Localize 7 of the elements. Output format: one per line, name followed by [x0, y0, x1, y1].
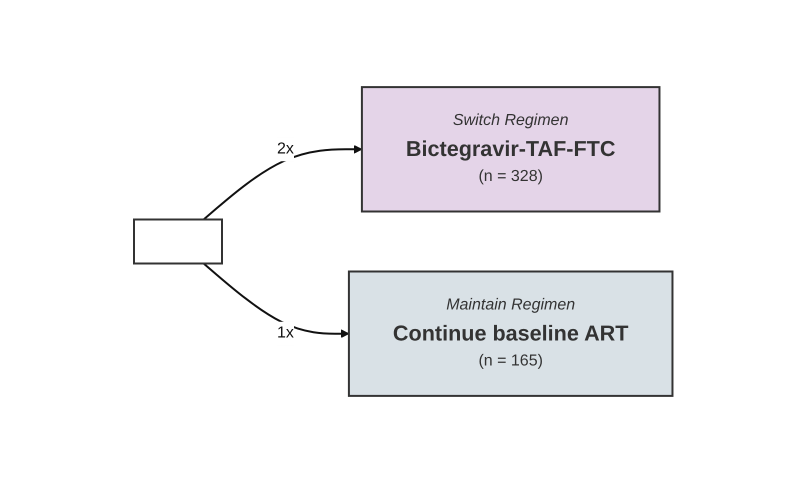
node-box: [132, 218, 223, 264]
arrow: [202, 144, 362, 220]
edge-label: 1x: [276, 324, 294, 342]
arrow: [202, 262, 350, 338]
node-box: Switch Regimen Bictegravir-TAF-FTC (n = 328): [360, 86, 660, 212]
edge-label: 2x: [276, 140, 294, 158]
node-box: Maintain Regimen Continue baseline ART (n = 165): [348, 270, 674, 397]
